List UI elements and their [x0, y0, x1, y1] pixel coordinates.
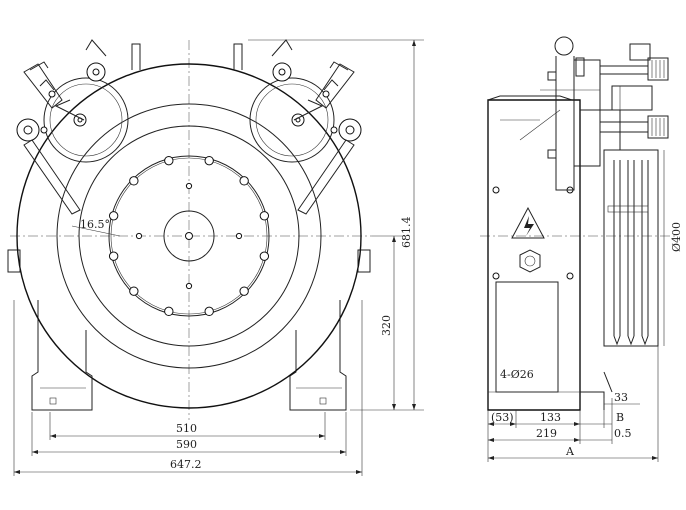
- brake-spring-top: [600, 43, 669, 81]
- bolt-hole: [204, 155, 214, 166]
- bolt-hole: [239, 176, 249, 186]
- inner-bolt-hole: [185, 282, 193, 290]
- dim-320: 320: [380, 315, 393, 336]
- dim-B: B: [616, 411, 624, 424]
- vertical-dimensions: [248, 39, 424, 411]
- shaft-center: [185, 232, 193, 240]
- bolt-circle: [108, 155, 270, 317]
- front-dimensions: [13, 300, 363, 476]
- bolt-hole: [259, 211, 270, 221]
- bolt-hole: [164, 306, 174, 317]
- dim-53: (53): [491, 411, 514, 424]
- dim-holes: 4-Ø26: [500, 368, 534, 381]
- inner-bolt-hole: [185, 182, 193, 190]
- right-brake: [249, 39, 362, 215]
- left-brake: [16, 39, 129, 215]
- dim-33: 33: [614, 391, 628, 404]
- left-foot: [31, 300, 93, 411]
- brake-spring-bottom: [600, 115, 669, 139]
- dim-0-5: 0.5: [614, 427, 632, 440]
- dim-510: 510: [176, 422, 197, 435]
- outer-housing: [16, 63, 362, 409]
- shaft-hub: [163, 210, 215, 262]
- right-side-lug: [357, 249, 371, 273]
- angle-label: 16.5°: [80, 218, 110, 231]
- side-view: Ø400 4-Ø26 (53) 133 219 33 B 0.5 A: [480, 36, 683, 462]
- left-side-lug: [7, 249, 21, 273]
- right-foot: [289, 300, 347, 411]
- hex-nut-icon: [519, 249, 541, 273]
- inner-bolt-hole: [235, 232, 243, 240]
- bolt-hole: [164, 155, 174, 166]
- bolt-hole: [239, 286, 249, 296]
- dim-dia-400: Ø400: [670, 222, 683, 252]
- bolt-hole: [204, 306, 214, 317]
- bolt-hole: [129, 176, 139, 186]
- inner-bolt-hole: [135, 232, 143, 240]
- side-dimensions: [487, 346, 659, 462]
- side-body: [487, 99, 581, 411]
- dim-219: 219: [536, 427, 557, 440]
- top-lug-right: [233, 43, 243, 70]
- lifting-ring: [554, 36, 574, 56]
- dim-647: 647.2: [170, 458, 202, 471]
- bolt-hole: [108, 211, 119, 221]
- dim-133: 133: [540, 411, 561, 424]
- inner-hub: [108, 155, 270, 317]
- front-view: 16.5° 510 590 647.2 681.4 320: [7, 39, 424, 476]
- bolt-hole: [259, 251, 270, 261]
- traction-sheave: [603, 149, 659, 347]
- dim-A: A: [565, 445, 575, 458]
- dim-590: 590: [176, 438, 197, 451]
- dim-681: 681.4: [400, 217, 413, 249]
- bolt-hole: [129, 286, 139, 296]
- top-lug-left: [131, 43, 141, 70]
- bolt-hole: [108, 251, 119, 261]
- warning-triangle-icon: [511, 206, 545, 239]
